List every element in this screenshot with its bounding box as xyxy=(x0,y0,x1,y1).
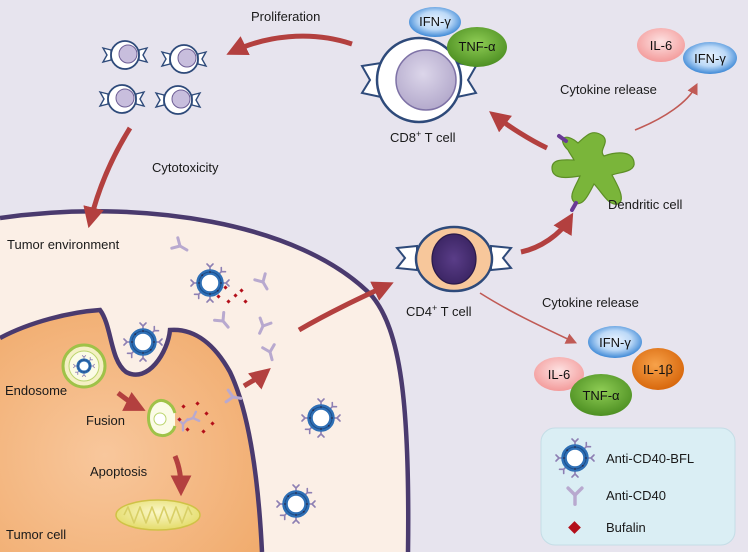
label-endosome: Endosome xyxy=(5,383,67,398)
svg-text:IFN-γ: IFN-γ xyxy=(599,335,631,350)
dendritic-cell-icon xyxy=(551,132,635,212)
label-fusion: Fusion xyxy=(86,413,125,428)
svg-text:IL-1β: IL-1β xyxy=(643,362,673,377)
cytokine-tnf-badge: TNF-α xyxy=(570,374,632,416)
mitochondrion-icon xyxy=(115,499,201,531)
label-cd4-t-cell: CD4+ T cell xyxy=(406,303,472,319)
tumor-outer-membrane xyxy=(0,209,411,552)
label-cytotoxicity: Cytotoxicity xyxy=(152,160,219,175)
svg-text:IFN-γ: IFN-γ xyxy=(419,14,451,29)
process-arrows xyxy=(83,33,574,497)
bufalin-dots xyxy=(177,285,248,434)
arrow-env-to-cd4 xyxy=(297,281,394,333)
arrow-endosome-to-fusion xyxy=(116,391,146,411)
arrow-dc-cytokine-release xyxy=(634,82,698,131)
cd8-t-cell xyxy=(360,36,478,124)
label-tumor-cell: Tumor cell xyxy=(6,527,66,542)
label-cytokine-release: Cytokine release xyxy=(542,295,639,310)
cytokine-ifn-badge: IFN-γ xyxy=(588,326,642,358)
tumor-cell-membrane xyxy=(0,307,265,552)
label-cytokine-release: Cytokine release xyxy=(560,82,657,97)
proliferated-t-cell xyxy=(161,44,207,74)
arrow-cell-to-env xyxy=(242,367,271,390)
svg-text:TNF-α: TNF-α xyxy=(582,388,620,403)
legend-item-label: Anti-CD40 xyxy=(606,488,666,503)
legend-item-label: Anti-CD40-BFL xyxy=(606,451,694,466)
endosome-icon xyxy=(61,343,107,389)
arrow-to-apoptosis xyxy=(170,455,192,497)
cytokine-il6-badge: IL-6 xyxy=(637,28,685,62)
cd4-t-cell xyxy=(395,225,513,293)
proliferated-t-cell xyxy=(99,84,145,114)
fusion-icon xyxy=(147,398,201,438)
cytokine-ifn-badge: IFN-γ xyxy=(683,42,737,74)
legend-item-label: Bufalin xyxy=(606,520,646,535)
arrow-proliferation-to-tumor xyxy=(83,126,133,229)
cytokine-il6-badge: IL-6 xyxy=(534,357,584,391)
cytokine-il1b-badge: IL-1β xyxy=(632,348,684,390)
legend: Anti-CD40-BFL Anti-CD40 Bufalin xyxy=(540,427,736,546)
cytokine-ifn-badge: IFN-γ xyxy=(409,7,461,37)
svg-text:IL-6: IL-6 xyxy=(548,367,570,382)
label-dendritic-cell: Dendritic cell xyxy=(608,197,683,212)
proliferated-t-cell xyxy=(102,40,148,70)
proliferated-t-cell xyxy=(155,85,201,115)
arrow-dc-to-cd8 xyxy=(489,111,549,151)
label-proliferation: Proliferation xyxy=(251,9,320,24)
label-tumor-environment: Tumor environment xyxy=(7,237,120,252)
svg-text:TNF-α: TNF-α xyxy=(458,39,496,54)
arrow-cd8-to-proliferation xyxy=(226,33,353,56)
svg-text:IFN-γ: IFN-γ xyxy=(694,51,726,66)
svg-text:IL-6: IL-6 xyxy=(650,38,672,53)
arrow-cd4-to-dc xyxy=(520,212,574,255)
arrow-cd4-cytokine-release xyxy=(479,292,578,344)
cytokine-tnf-badge: TNF-α xyxy=(447,27,507,67)
label-apoptosis: Apoptosis xyxy=(90,464,148,479)
label-cd8-t-cell: CD8+ T cell xyxy=(390,129,456,145)
